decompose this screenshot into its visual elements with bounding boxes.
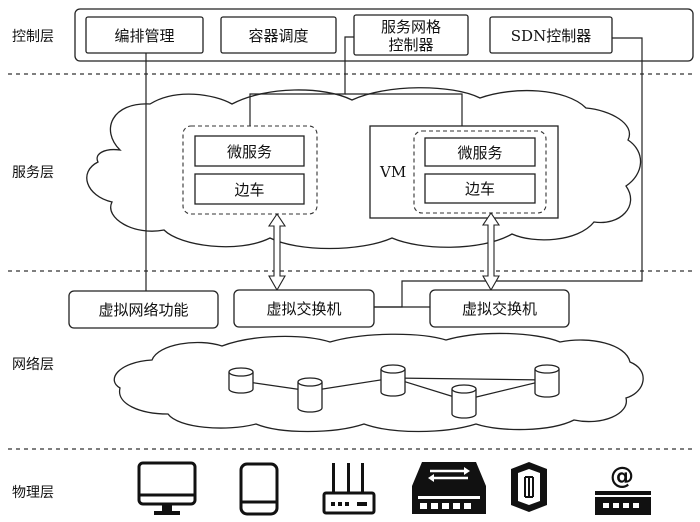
monitor-icon — [137, 461, 197, 515]
pod1-dashed-group — [182, 125, 318, 215]
pod2-sidecar-label: 边车 — [465, 180, 495, 198]
container-scheduling-label: 容器调度 — [248, 27, 308, 45]
mesh-controller-label-line1: 服务网格 — [381, 18, 441, 36]
network-node-1[interactable] — [228, 367, 254, 394]
layer-label-physical: 物理层 — [12, 485, 54, 501]
switch-icon — [412, 462, 486, 514]
pod2-sidecar-box[interactable]: 边车 — [424, 173, 536, 204]
mesh-controller-box[interactable]: 服务网格 控制器 — [353, 14, 469, 56]
vswitch1-label: 虚拟交换机 — [266, 300, 341, 318]
container-scheduling-box[interactable]: 容器调度 — [220, 16, 337, 54]
orchestration-label: 编排管理 — [114, 27, 174, 45]
router-icon — [322, 463, 376, 515]
vswitch2-label: 虚拟交换机 — [462, 300, 537, 318]
line-mesh-pod2 — [345, 93, 463, 126]
network-node-4[interactable] — [451, 384, 477, 419]
pod1-sidecar-box[interactable]: 边车 — [194, 173, 305, 205]
tablet-icon — [239, 462, 279, 516]
orchestration-box[interactable]: 编排管理 — [85, 16, 204, 54]
layer-label-service: 服务层 — [12, 165, 54, 181]
modem-icon: @ — [595, 462, 651, 515]
pod1-microservice-label: 微服务 — [227, 143, 272, 161]
vm-label: VM — [379, 163, 406, 181]
pod1-microservice-box[interactable]: 微服务 — [194, 135, 305, 167]
network-node-2[interactable] — [297, 377, 323, 413]
vnf-box[interactable]: 虚拟网络功能 — [68, 290, 219, 329]
vswitch2-box[interactable]: 虚拟交换机 — [429, 289, 570, 328]
vswitch1-box[interactable]: 虚拟交换机 — [233, 289, 375, 328]
network-node-5[interactable] — [534, 364, 560, 398]
layer-label-network: 网络层 — [12, 357, 54, 373]
pod2-microservice-label: 微服务 — [457, 144, 502, 162]
network-cloud — [113, 332, 644, 433]
vnf-label: 虚拟网络功能 — [98, 301, 188, 319]
double-arrow-pod2-vswitch — [481, 212, 501, 292]
sdn-controller-box[interactable]: SDN控制器 — [489, 16, 613, 54]
layer-label-control: 控制层 — [12, 29, 54, 45]
pod1-sidecar-label: 边车 — [234, 181, 264, 199]
double-arrow-pod1-vswitch — [267, 213, 287, 292]
network-node-3[interactable] — [380, 364, 406, 397]
sdn-controller-label: SDN控制器 — [511, 27, 591, 45]
chip-icon — [511, 462, 547, 512]
pod2-microservice-box[interactable]: 微服务 — [424, 137, 536, 167]
svg-text:@: @ — [610, 462, 634, 490]
mesh-controller-label-line2: 控制器 — [388, 36, 433, 54]
pod2-dashed-group — [413, 130, 547, 214]
